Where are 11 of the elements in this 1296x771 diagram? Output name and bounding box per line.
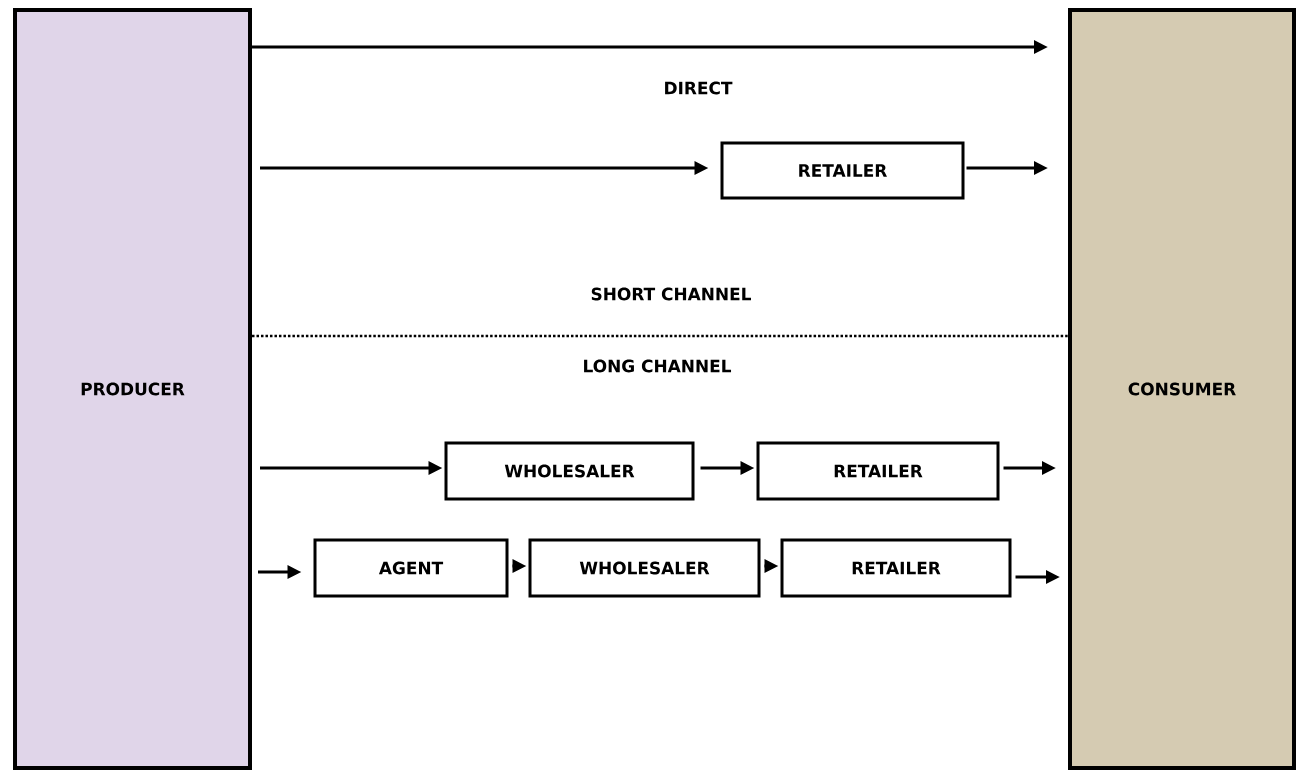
intermediary-box: AGENT xyxy=(313,538,509,598)
intermediary-box: RETAILER xyxy=(720,141,965,200)
intermediary-box: WHOLESALER xyxy=(444,441,695,501)
intermediary-box: RETAILER xyxy=(756,441,1000,501)
section-label: LONG CHANNEL xyxy=(584,359,732,373)
channel-box: PRODUCER xyxy=(13,8,252,770)
channel-box: CONSUMER xyxy=(1068,8,1296,770)
intermediary-box: WHOLESALER xyxy=(528,538,761,598)
edge-label: DIRECT xyxy=(661,79,735,97)
intermediary-box: RETAILER xyxy=(780,538,1012,598)
section-label: SHORT CHANNEL xyxy=(591,287,751,301)
